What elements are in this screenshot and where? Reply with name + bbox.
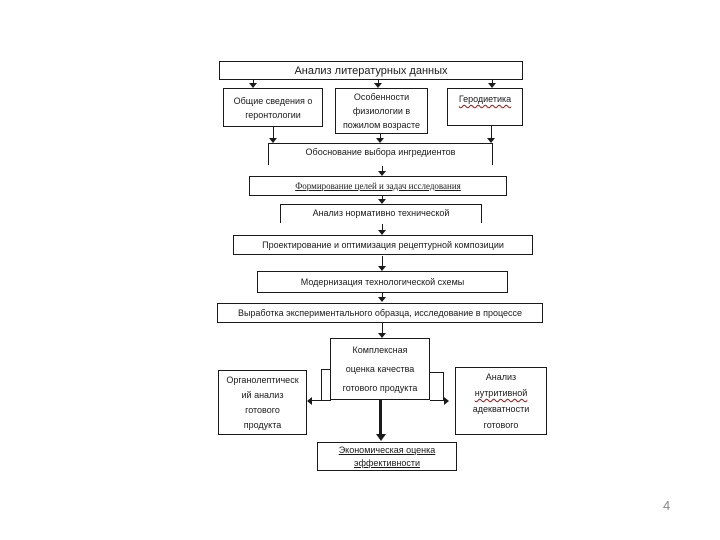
step-box-normative: Анализ нормативно технической	[280, 204, 482, 223]
arrow-line	[491, 126, 492, 138]
arrowhead-down-icon	[378, 266, 386, 271]
box-text-line: физиологии в	[352, 106, 411, 116]
step-box-ingredients: Обоснование выбора ингредиентов	[268, 143, 493, 165]
box-text-line: готового продукта	[342, 382, 418, 393]
source-box-physiology: Особенности физиологии в пожилом возраст…	[335, 88, 428, 134]
economic-evaluation-box: Экономическая оценка эффективности	[317, 442, 457, 471]
arrowhead-left-icon	[307, 397, 312, 405]
arrow-line	[273, 127, 274, 138]
connector-line	[430, 372, 444, 373]
box-text-line: пожилом возрасте	[342, 120, 421, 130]
step-label: Выработка экспериментального образца, ис…	[237, 308, 523, 318]
arrowhead-down-icon	[487, 138, 495, 143]
connector-line	[430, 400, 444, 401]
arrowhead-down-icon	[374, 83, 382, 88]
box-text-line: ий анализ	[241, 389, 284, 400]
box-text-line: адекватности	[472, 404, 530, 414]
arrow-line	[382, 293, 383, 297]
step-box-modernization: Модернизация технологической схемы	[257, 271, 508, 293]
arrowhead-down-icon	[378, 333, 386, 338]
arrow-line	[378, 80, 379, 83]
box-text-line: эффективности	[353, 457, 420, 468]
arrowhead-down-icon	[378, 171, 386, 176]
step-label: Формирование целей и задач исследования	[295, 181, 461, 191]
box-text-line: Комплексная	[352, 344, 408, 355]
arrowhead-right-icon	[444, 397, 449, 405]
arrowhead-down-icon	[376, 138, 384, 143]
step-box-experimental: Выработка экспериментального образца, ис…	[217, 303, 543, 323]
quality-assessment-box: Комплексная оценка качества готового про…	[330, 338, 430, 400]
arrow-line-thick	[379, 400, 382, 434]
box-text-line: оценка качества	[345, 363, 415, 374]
step-label: Модернизация технологической схемы	[300, 277, 465, 287]
step-box-goals: Формирование целей и задач исследования	[249, 176, 507, 196]
arrow-line	[382, 196, 383, 199]
arrow-line	[492, 80, 493, 83]
arrow-line	[382, 166, 383, 171]
arrowhead-down-icon	[269, 138, 277, 143]
arrowhead-down-icon	[488, 83, 496, 88]
source-box-gerontology: Общие сведения о геронтологии	[223, 88, 323, 127]
arrowhead-down-icon	[249, 83, 257, 88]
arrow-line	[380, 134, 381, 138]
box-text-line: геронтологии	[245, 109, 301, 120]
arrowhead-down-icon	[378, 230, 386, 235]
box-text-line: Геродиетика	[458, 94, 512, 104]
box-text-line: готового	[483, 420, 519, 430]
arrow-line	[382, 256, 383, 266]
box-text-line: Органолептическ	[226, 374, 299, 385]
flowchart-title-box: Анализ литературных данных	[219, 61, 523, 80]
arrowhead-down-icon	[378, 297, 386, 302]
step-box-design: Проектирование и оптимизация рецептурной…	[233, 235, 533, 255]
connector-line	[321, 369, 331, 370]
box-text-line: продукта	[243, 419, 282, 430]
arrowhead-down-icon	[376, 434, 386, 441]
arrow-line	[253, 80, 254, 83]
box-text-line: нутритивной	[474, 388, 528, 398]
nutritive-adequacy-box: Анализ нутритивной адекватности готового	[455, 367, 547, 435]
arrow-line	[382, 323, 383, 333]
box-text-line: готового	[245, 404, 280, 415]
step-label: Проектирование и оптимизация рецептурной…	[262, 240, 504, 250]
box-text-line: Анализ	[485, 372, 517, 382]
step-label: Обоснование выбора ингредиентов	[305, 147, 456, 157]
box-text-line: Общие сведения о	[233, 95, 313, 106]
arrow-line	[382, 224, 383, 230]
slide-page-number: 4	[663, 498, 671, 513]
connector-line	[443, 372, 444, 400]
box-text-line: Экономическая оценка	[338, 444, 436, 455]
arrowhead-down-icon	[378, 199, 386, 204]
connector-line	[312, 400, 331, 401]
source-box-gerodietetics: Геродиетика	[447, 88, 523, 126]
step-label: Анализ нормативно технической	[312, 208, 450, 218]
flowchart-title: Анализ литературных данных	[294, 64, 448, 77]
organoleptic-analysis-box: Органолептическ ий анализ готового проду…	[218, 370, 307, 435]
connector-line	[321, 369, 322, 400]
box-text-line: Особенности	[353, 92, 410, 102]
